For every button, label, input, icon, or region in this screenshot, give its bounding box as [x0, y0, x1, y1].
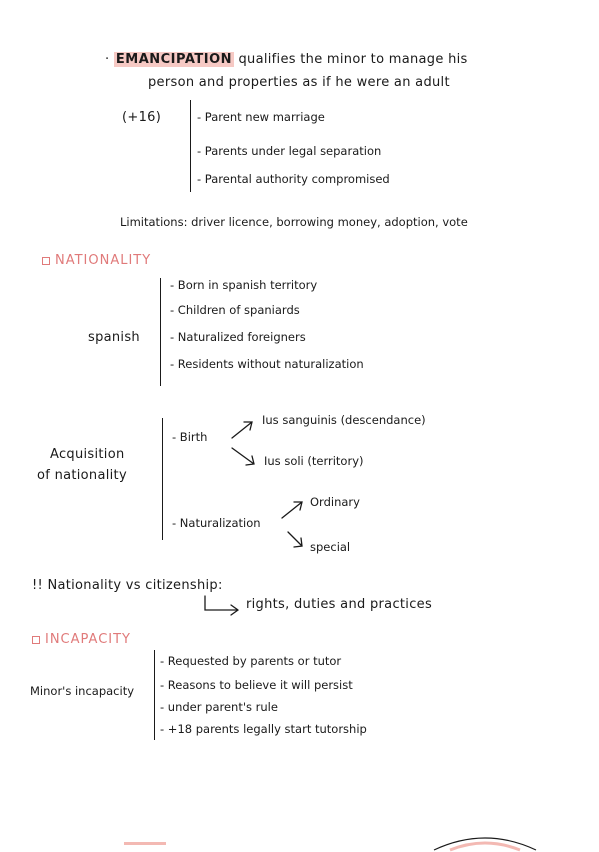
acquisition-bracket: [162, 418, 163, 540]
ius-soli: Ius soli (territory): [264, 454, 364, 468]
emancipation-bracket: [190, 100, 191, 192]
spanish-item-1: - Born in spanish territory: [170, 278, 318, 292]
checkbox-square-icon: [32, 635, 40, 644]
special-label: special: [310, 540, 351, 554]
emancipation-line-1: · EMANCIPATION qualifies the minor to ma…: [105, 52, 468, 67]
nationality-heading: NATIONALITY: [42, 253, 151, 268]
incapacity-item-3: - under parent's rule: [160, 700, 278, 714]
cutoff-arc-decoration: [433, 837, 537, 852]
incapacity-bracket: [154, 650, 155, 740]
spanish-bracket: [160, 278, 161, 386]
cutoff-pink-mark: [124, 842, 166, 845]
incapacity-item-2: - Reasons to believe it will persist: [160, 678, 353, 692]
emancipation-condition-1: - Parent new marriage: [197, 110, 325, 124]
incapacity-heading: INCAPACITY: [32, 632, 131, 647]
spanish-label: spanish: [88, 330, 140, 345]
spanish-item-3: - Naturalized foreigners: [170, 330, 306, 344]
spanish-item-2: - Children of spaniards: [170, 303, 300, 317]
emancipation-definition-1: qualifies the minor to manage his: [238, 52, 468, 67]
ordinary-label: Ordinary: [310, 495, 360, 509]
emancipation-age: (+16): [122, 110, 162, 125]
minors-incapacity-label: Minor's incapacity: [30, 684, 135, 698]
naturalization-label: - Naturalization: [172, 516, 261, 530]
emancipation-condition-2: - Parents under legal separation: [197, 144, 382, 158]
spanish-item-4: - Residents without naturalization: [170, 357, 364, 371]
nationality-vs-citizenship: !! Nationality vs citizenship:: [32, 578, 223, 593]
emancipation-condition-3: - Parental authority compromised: [197, 172, 390, 186]
incapacity-item-4: - +18 parents legally start tutorship: [160, 722, 367, 736]
emancipation-limitations: Limitations: driver licence, borrowing m…: [120, 215, 468, 229]
emancipation-term: EMANCIPATION: [113, 52, 235, 67]
checkbox-square-icon: [42, 256, 50, 265]
arrow-down-right-icon: [287, 531, 303, 548]
ius-sanguinis: Ius sanguinis (descendance): [262, 413, 426, 427]
incapacity-item-1: - Requested by parents or tutor: [160, 654, 342, 668]
arrow-down-right-icon: [231, 447, 255, 466]
acquisition-label-2: of nationality: [37, 468, 127, 483]
nationality-heading-text: NATIONALITY: [55, 253, 152, 268]
arrow-up-right-icon: [231, 421, 253, 439]
emancipation-definition-2: person and properties as if he were an a…: [148, 75, 450, 90]
citizenship-result: rights, duties and practices: [246, 597, 433, 612]
acquisition-label-1: Acquisition: [50, 447, 125, 462]
arrow-hook-right-icon: [204, 595, 240, 616]
arrow-up-right-icon: [281, 501, 303, 519]
birth-label: - Birth: [172, 430, 208, 444]
incapacity-heading-text: INCAPACITY: [45, 632, 131, 647]
bullet: ·: [105, 52, 110, 67]
